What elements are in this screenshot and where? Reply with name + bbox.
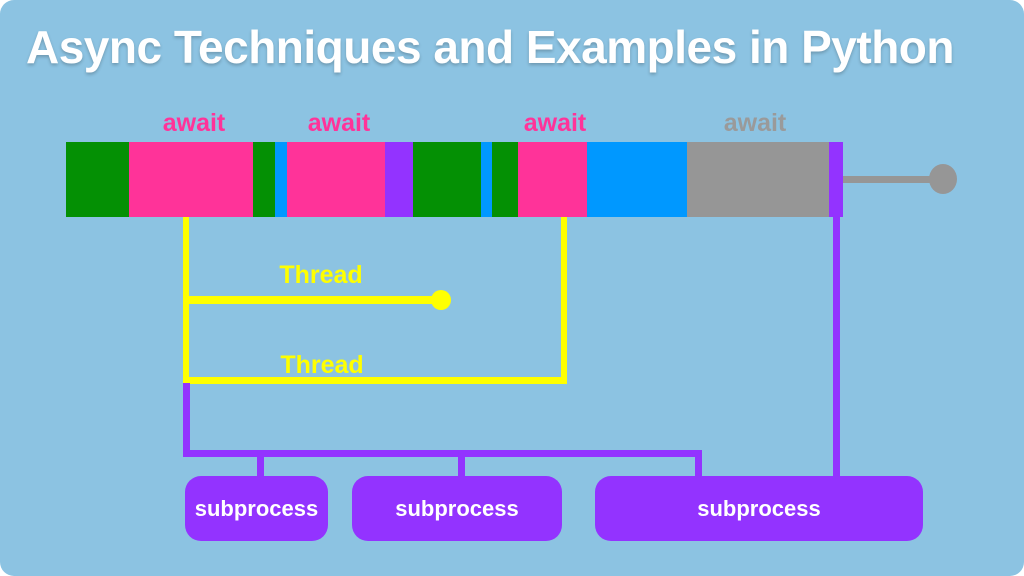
timeline-segment-blue (587, 142, 687, 217)
timeline-segment-green (492, 142, 518, 217)
await-label-1: await (162, 109, 226, 137)
thread-label-2: Thread (280, 351, 364, 379)
subprocess-direct-line (833, 217, 840, 477)
main-thread-end-dot (929, 164, 957, 194)
timeline-segment-pink (518, 142, 587, 217)
await-label-3: await (523, 109, 587, 137)
thread2-run-line (183, 377, 567, 384)
slide-title: Async Techniques and Examples in Python (26, 21, 955, 73)
timeline-segment-purple (829, 142, 843, 217)
thread-label-1: Thread (279, 261, 363, 289)
timeline-segment-pink (129, 142, 253, 217)
subprocess-box-1: subprocess (185, 476, 328, 541)
subprocess-box-3: subprocess (595, 476, 923, 541)
timeline-segment-purple (385, 142, 413, 217)
thread1-run-line (183, 296, 435, 304)
subprocess-drop-line-2 (458, 457, 465, 477)
thread1-end-dot (431, 290, 451, 310)
timeline-segment-green (413, 142, 481, 217)
main-thread-tail-line (843, 176, 931, 183)
await-label-2: await (307, 109, 371, 137)
timeline-segment-blue (481, 142, 492, 217)
timeline-segment-blue (275, 142, 287, 217)
subprocess-drop-line-3 (695, 457, 702, 477)
timeline-segment-pink (287, 142, 385, 217)
await-label-4: await (723, 109, 787, 137)
timeline-segment-green (253, 142, 275, 217)
subprocess-box-label: subprocess (395, 495, 519, 521)
thread2-drop-line (561, 217, 567, 384)
subprocess-rail-line (183, 450, 702, 457)
subprocess-drop-line-1 (257, 457, 264, 477)
subprocess-box-2: subprocess (352, 476, 562, 541)
subprocess-trunk-line (183, 383, 190, 457)
timeline-segment-gray (687, 142, 829, 217)
timeline-segment-green (66, 142, 129, 217)
subprocess-box-label: subprocess (697, 495, 821, 521)
subprocess-box-label: subprocess (194, 495, 319, 521)
